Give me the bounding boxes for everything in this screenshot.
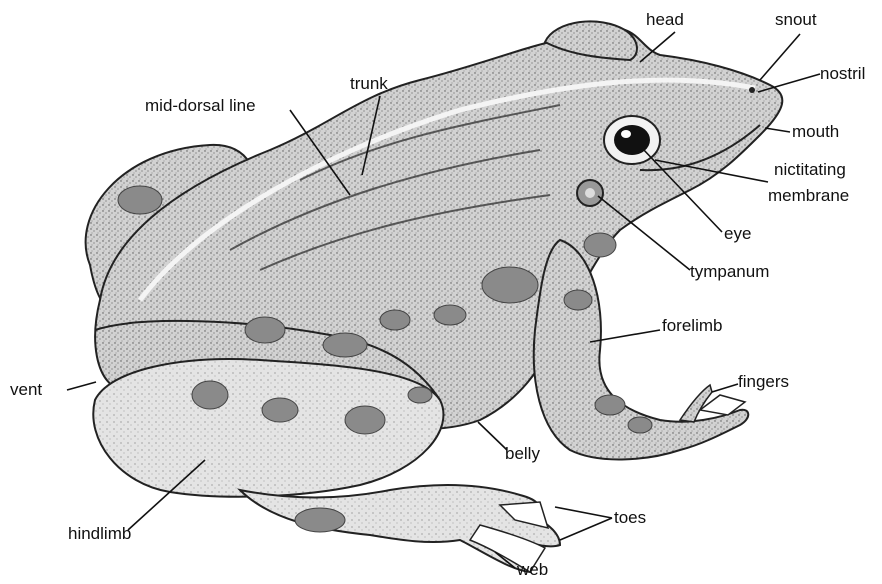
label-membrane: membrane: [768, 186, 849, 206]
eye-shape: [604, 116, 660, 164]
label-vent: vent: [10, 380, 42, 400]
label-forelimb: forelimb: [662, 316, 722, 336]
fingers-shape: [680, 385, 712, 422]
nostril-shape: [749, 87, 755, 93]
label-belly: belly: [505, 444, 540, 464]
label-hindlimb: hindlimb: [68, 524, 131, 544]
label-fingers: fingers: [738, 372, 789, 392]
label-nictitating: nictitating: [774, 160, 846, 180]
label-toes: toes: [614, 508, 646, 528]
label-head: head: [646, 10, 684, 30]
label-mid-dorsal-line: mid-dorsal line: [145, 96, 256, 116]
label-trunk: trunk: [350, 74, 388, 94]
label-mouth: mouth: [792, 122, 839, 142]
hindlimb-shape: [93, 359, 443, 497]
label-snout: snout: [775, 10, 817, 30]
label-eye: eye: [724, 224, 751, 244]
label-web: web: [517, 560, 548, 580]
tympanum-shape: [577, 180, 603, 206]
label-nostril: nostril: [820, 64, 865, 84]
label-tympanum: tympanum: [690, 262, 769, 282]
